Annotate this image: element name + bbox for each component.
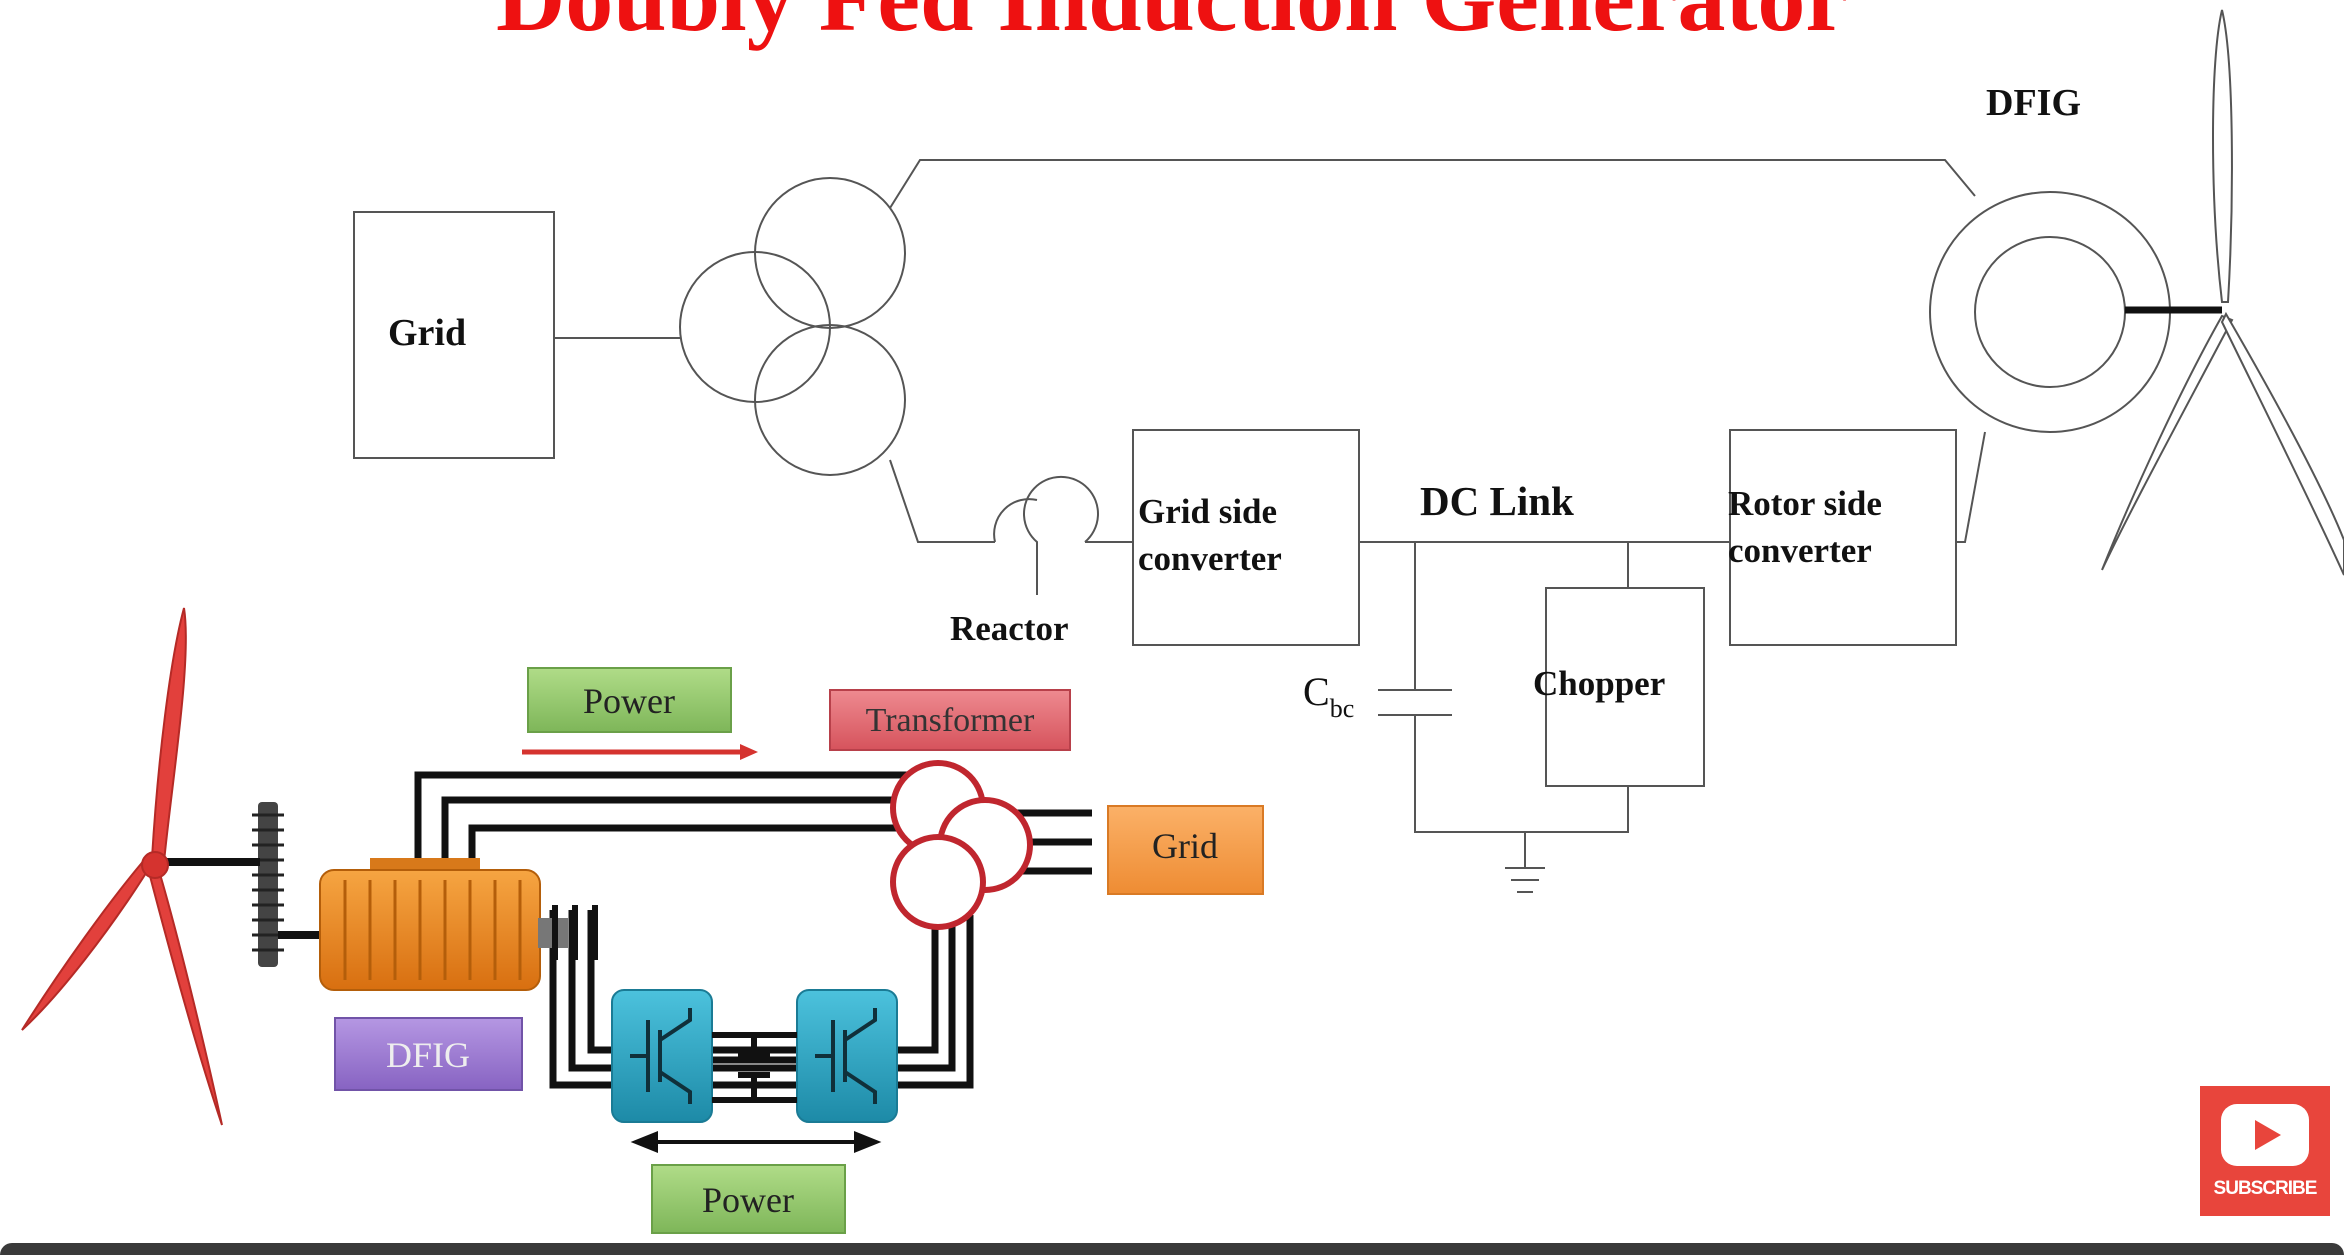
wind-turbine-blades: [21, 607, 223, 1126]
stator-wire: [889, 159, 1976, 209]
chopper-box: [1545, 587, 1705, 787]
dfig-pictorial-box: DFIG: [334, 1017, 523, 1091]
subscribe-button[interactable]: SUBSCRIBE: [2200, 1086, 2330, 1216]
power-arrow-top: [522, 744, 758, 760]
dfig-rotor: [1974, 236, 2126, 388]
transformer-coil-bottom: [754, 324, 906, 476]
grid-side-converter: [1132, 429, 1360, 646]
transformer-label: Transformer: [866, 702, 1035, 739]
transformer-coil-top: [754, 177, 906, 329]
youtube-play-icon: [2221, 1104, 2309, 1166]
transformer-box: Transformer: [829, 689, 1071, 751]
gearbox: [258, 802, 278, 967]
reactor-label: Reactor: [950, 609, 1069, 648]
dfig-generator: [319, 858, 598, 991]
transformer-coil-left: [679, 251, 831, 403]
rotor-side-converter-label-2: converter: [1728, 531, 1872, 570]
page-title: Doubly Fed Induction Generator: [0, 0, 2344, 53]
reactor-coil: [1023, 475, 1099, 595]
rotor-branch-wire: [889, 459, 995, 543]
capacitor-return: [1414, 715, 1629, 833]
power-bottom-box: Power: [651, 1164, 846, 1234]
grid-side-converter-label-2: converter: [1138, 539, 1282, 578]
rotor-side-converter: [1729, 429, 1957, 646]
chopper-label: Chopper: [1533, 664, 1665, 703]
rotor-converter-block: [796, 989, 898, 1123]
grid-pictorial-label: Grid: [1152, 826, 1218, 866]
reactor-coil-inner: [993, 498, 1038, 543]
pictorial-wires: [414, 771, 1092, 1089]
power-top-box: Power: [527, 667, 732, 733]
grid-box: [353, 211, 555, 459]
grid-side-converter-label-1: Grid side: [1138, 492, 1277, 531]
schematic: [353, 159, 2171, 893]
rotor-wire: [1956, 431, 1986, 543]
dc-link-label: DC Link: [1420, 478, 1574, 524]
power-bottom-label: Power: [702, 1180, 794, 1220]
rotor-side-converter-label-1: Rotor side: [1728, 484, 1882, 523]
power-arrow-bottom: [630, 1131, 882, 1153]
grid-label: Grid: [388, 312, 466, 354]
subscribe-label: SUBSCRIBE: [2213, 1178, 2318, 1199]
dfig-label: DFIG: [1986, 82, 2081, 124]
power-top-label: Power: [583, 681, 675, 721]
dfig-pictorial-label: DFIG: [386, 1035, 470, 1075]
gear-teeth: [252, 813, 284, 952]
pictorial-transformer: [890, 760, 1033, 930]
grid-pictorial-box: Grid: [1107, 805, 1264, 895]
bottom-bar: [0, 1243, 2344, 1255]
wind-turbine-outline: [2101, 9, 2344, 576]
capacitor-label: Cbc: [1303, 669, 1354, 723]
grid-converter-block: [611, 989, 713, 1123]
pictorial-capacitor: [712, 1032, 797, 1103]
